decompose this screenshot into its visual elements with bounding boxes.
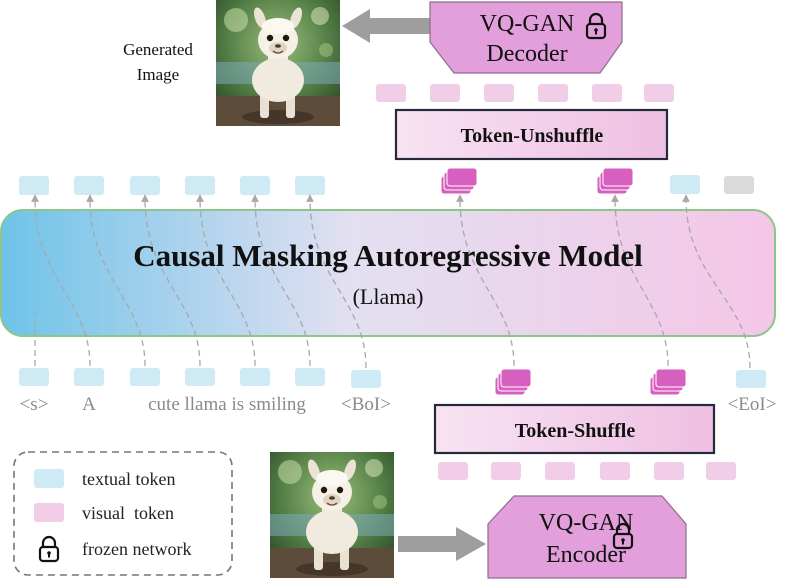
token-boi-label: <BoI> [341, 394, 391, 415]
causal-model-block [0, 209, 776, 337]
encoder-token-row [438, 462, 736, 480]
legend-frozen-label: frozen network [82, 539, 191, 559]
token-shuffle-block [433, 403, 716, 455]
input-visual-group-1 [494, 368, 532, 396]
input-visual-group-2 [649, 368, 687, 396]
vqgan-encoder-block [487, 495, 687, 579]
legend-lock-icon [38, 535, 60, 563]
output-token-row [19, 167, 754, 195]
decoder-token-row [376, 84, 674, 102]
generated-image-label-line2: Image [137, 65, 179, 84]
legend-visual-swatch [34, 503, 64, 522]
token-shuffle-label: Token-Shuffle [515, 420, 636, 442]
model-title: Causal Masking Autoregressive Model [133, 238, 643, 273]
legend-textual-swatch [34, 469, 64, 488]
output-visual-group-2 [596, 167, 634, 195]
vqgan-decoder-block [429, 1, 623, 74]
dashed-connections [31, 194, 751, 369]
token-s-label: <s> [20, 394, 49, 415]
decoder-arrow [342, 9, 430, 43]
output-visual-group-1 [440, 167, 478, 195]
legend-textual-label: textual token [82, 469, 175, 489]
input-llama-image [270, 452, 394, 578]
decoder-label-line2: Decoder [486, 41, 567, 67]
encoder-arrow [398, 527, 486, 561]
generated-llama-image [216, 0, 340, 126]
input-token-row [19, 368, 766, 396]
legend-visual-label: visual token [82, 503, 174, 523]
decoder-label-line1: VQ-GAN [480, 11, 575, 37]
token-eoi-label: <EoI> [728, 394, 777, 415]
token-unshuffle-block [394, 108, 669, 161]
encoder-label-line2: Encoder [546, 542, 626, 568]
token-unshuffle-label: Token-Unshuffle [461, 125, 604, 147]
prompt-label: cute llama is smiling [148, 394, 306, 415]
legend-box [13, 451, 233, 576]
encoder-label-line1: VQ-GAN [539, 510, 634, 536]
token-a-label: A [82, 394, 96, 415]
generated-image-label-line1: Generated [123, 40, 193, 59]
model-subtitle: (Llama) [353, 284, 424, 309]
